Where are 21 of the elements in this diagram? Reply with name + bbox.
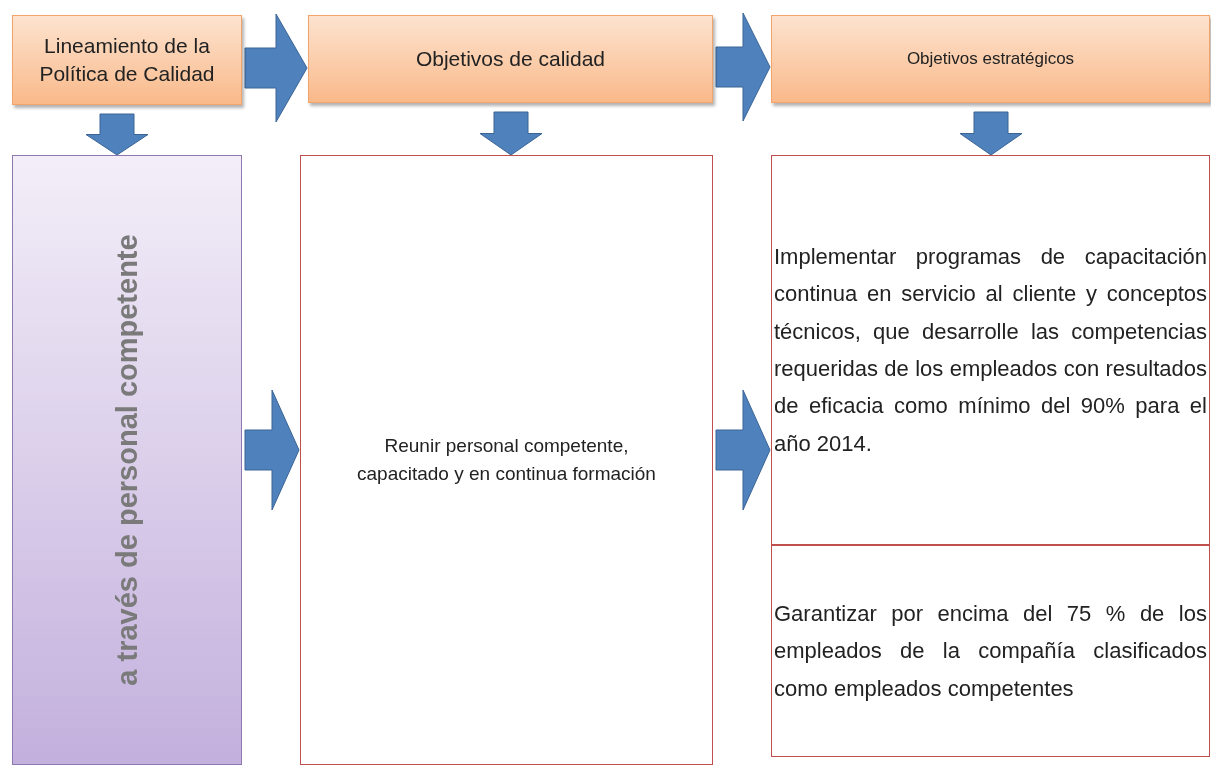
node-text: Lineamiento de la Política de Calidad [38,32,216,87]
text-box [300,155,713,765]
block-arrow [479,111,543,156]
text-cell [771,155,1210,545]
node-text: Garantizar por encima del 75 % de los empleados de la compañía clasificados como empleados competentes [774,599,1207,703]
block-arrow [959,111,1023,156]
side-panel [12,155,242,765]
block-arrow [244,389,300,511]
heading-box [308,15,713,103]
node-text: Objetivos estratégicos [905,47,1076,70]
block-arrow [85,113,149,156]
node-text: Objetivos de calidad [414,45,607,72]
text-cell [771,545,1210,757]
vertical-label: a través de personal competente [110,234,144,686]
block-arrow [244,13,308,123]
block-arrow [715,12,771,122]
heading-box [12,15,242,105]
node-text: Implementar programas de capacitación continua en servicio al cliente y conceptos técnicos, que desarrolle las competencias requeridas de los empleados con resultados de eficacia como mínimo del 90% para el año 2014. [774,242,1207,458]
block-arrow [715,389,771,511]
node-text: Reunir personal competente, capacitado y en continua formación [356,434,657,486]
heading-box [771,15,1210,103]
